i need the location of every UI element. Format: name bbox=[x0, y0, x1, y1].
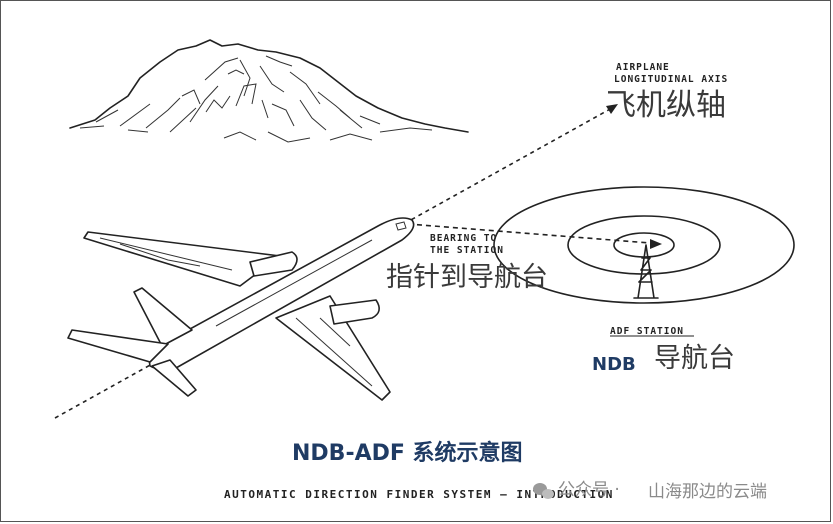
mountain-illustration bbox=[69, 39, 469, 143]
airplane-illustration bbox=[67, 217, 415, 401]
axis-label-en-2: LONGITUDINAL AXIS bbox=[614, 74, 728, 85]
station-tower bbox=[633, 244, 659, 299]
axis-label-cn: 飞机纵轴 bbox=[606, 88, 726, 123]
watermark-name: 山海那边的云端 bbox=[648, 482, 767, 502]
bearing-label-cn: 指针到导航台 bbox=[386, 262, 548, 293]
bearing-label-en-2: THE STATION bbox=[430, 245, 504, 256]
axis-label-en-1: AIRPLANE bbox=[616, 62, 670, 73]
watermark-prefix: 公众号 · bbox=[558, 480, 620, 500]
longitudinal-axis-line bbox=[54, 107, 613, 419]
ndb-label: NDB bbox=[592, 354, 636, 375]
diagram-caption: AUTOMATIC DIRECTION FINDER SYSTEM — INTR… bbox=[224, 488, 614, 501]
axis-arrowhead bbox=[606, 104, 618, 114]
diagram-title: NDB-ADF 系统示意图 bbox=[292, 440, 523, 466]
station-label-en: ADF STATION bbox=[610, 326, 684, 337]
bearing-line bbox=[407, 223, 651, 244]
bearing-arrowhead bbox=[650, 239, 662, 249]
watermark: 公众号 · 山海那边的云端 bbox=[533, 480, 767, 502]
wechat-icon bbox=[533, 483, 554, 499]
bearing-label-en-1: BEARING TO bbox=[430, 233, 497, 244]
station-label-cn: 导航台 bbox=[654, 343, 735, 374]
